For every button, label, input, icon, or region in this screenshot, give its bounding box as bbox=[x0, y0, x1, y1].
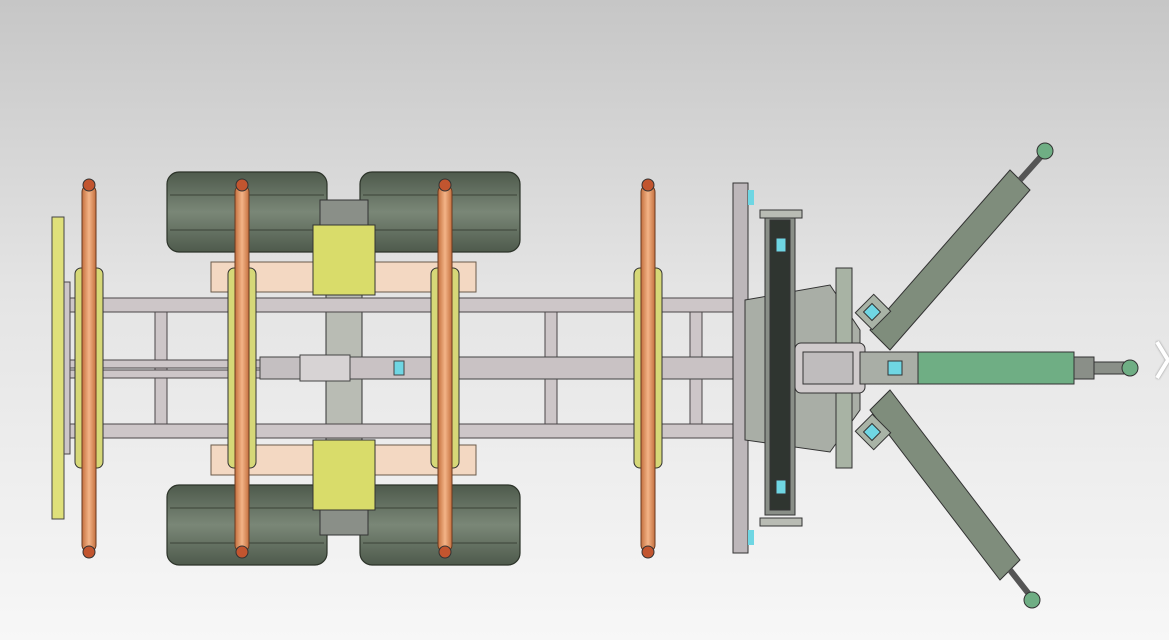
next-image-button[interactable] bbox=[1155, 338, 1169, 382]
outriggers bbox=[74, 178, 663, 559]
boom-tip bbox=[1023, 591, 1041, 609]
chevron-right-icon bbox=[1155, 340, 1169, 380]
boom-center bbox=[859, 351, 1139, 385]
frame bbox=[51, 281, 736, 455]
outrigger-3 bbox=[430, 178, 460, 559]
boom-lower bbox=[854, 389, 1041, 609]
front-bumper bbox=[51, 216, 65, 520]
frame-rail-bottom bbox=[54, 423, 736, 439]
turret bbox=[744, 209, 866, 527]
outrigger-4 bbox=[633, 178, 663, 559]
outrigger-1 bbox=[74, 178, 104, 559]
boom-upper bbox=[854, 142, 1054, 351]
outrigger-2 bbox=[227, 178, 257, 559]
fitting bbox=[393, 360, 405, 376]
center-beam bbox=[259, 354, 751, 382]
boom-tip bbox=[1121, 359, 1139, 377]
boom-tip bbox=[1036, 142, 1054, 160]
frame-rail-top bbox=[54, 297, 736, 313]
